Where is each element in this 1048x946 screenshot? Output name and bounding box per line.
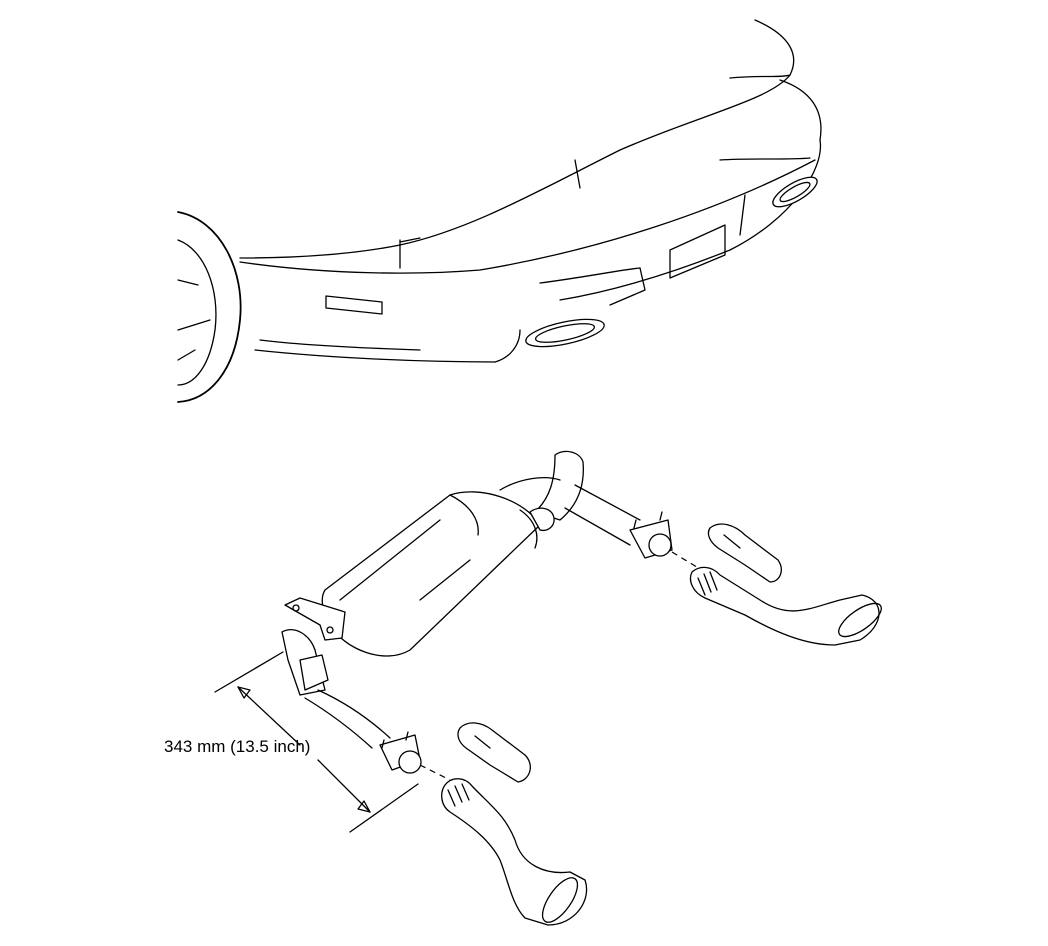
dimension-line-upper: [237, 686, 301, 746]
muffler-assembly: [281, 450, 584, 696]
right-extension-pipe: [707, 523, 782, 583]
dimension-line-lower: [317, 759, 371, 813]
dimension-annotation: 343 mm (13.5 inch): [164, 651, 419, 833]
dimension-arrow-lower: [357, 800, 371, 813]
dimension-arrow-upper: [237, 686, 251, 699]
car-rear-view: [177, 19, 822, 403]
dimension-extension-line-lower: [349, 783, 419, 833]
left-extension-pipe: [457, 722, 531, 783]
left-tailpipe-assembly: [304, 689, 588, 926]
dimension-extension-line-upper: [214, 651, 284, 693]
right-tailpipe-assembly: [564, 484, 882, 646]
left-exhaust-tip: [441, 778, 588, 926]
right-exhaust-tip: [689, 566, 880, 646]
dimension-label: 343 mm (13.5 inch): [164, 737, 310, 756]
